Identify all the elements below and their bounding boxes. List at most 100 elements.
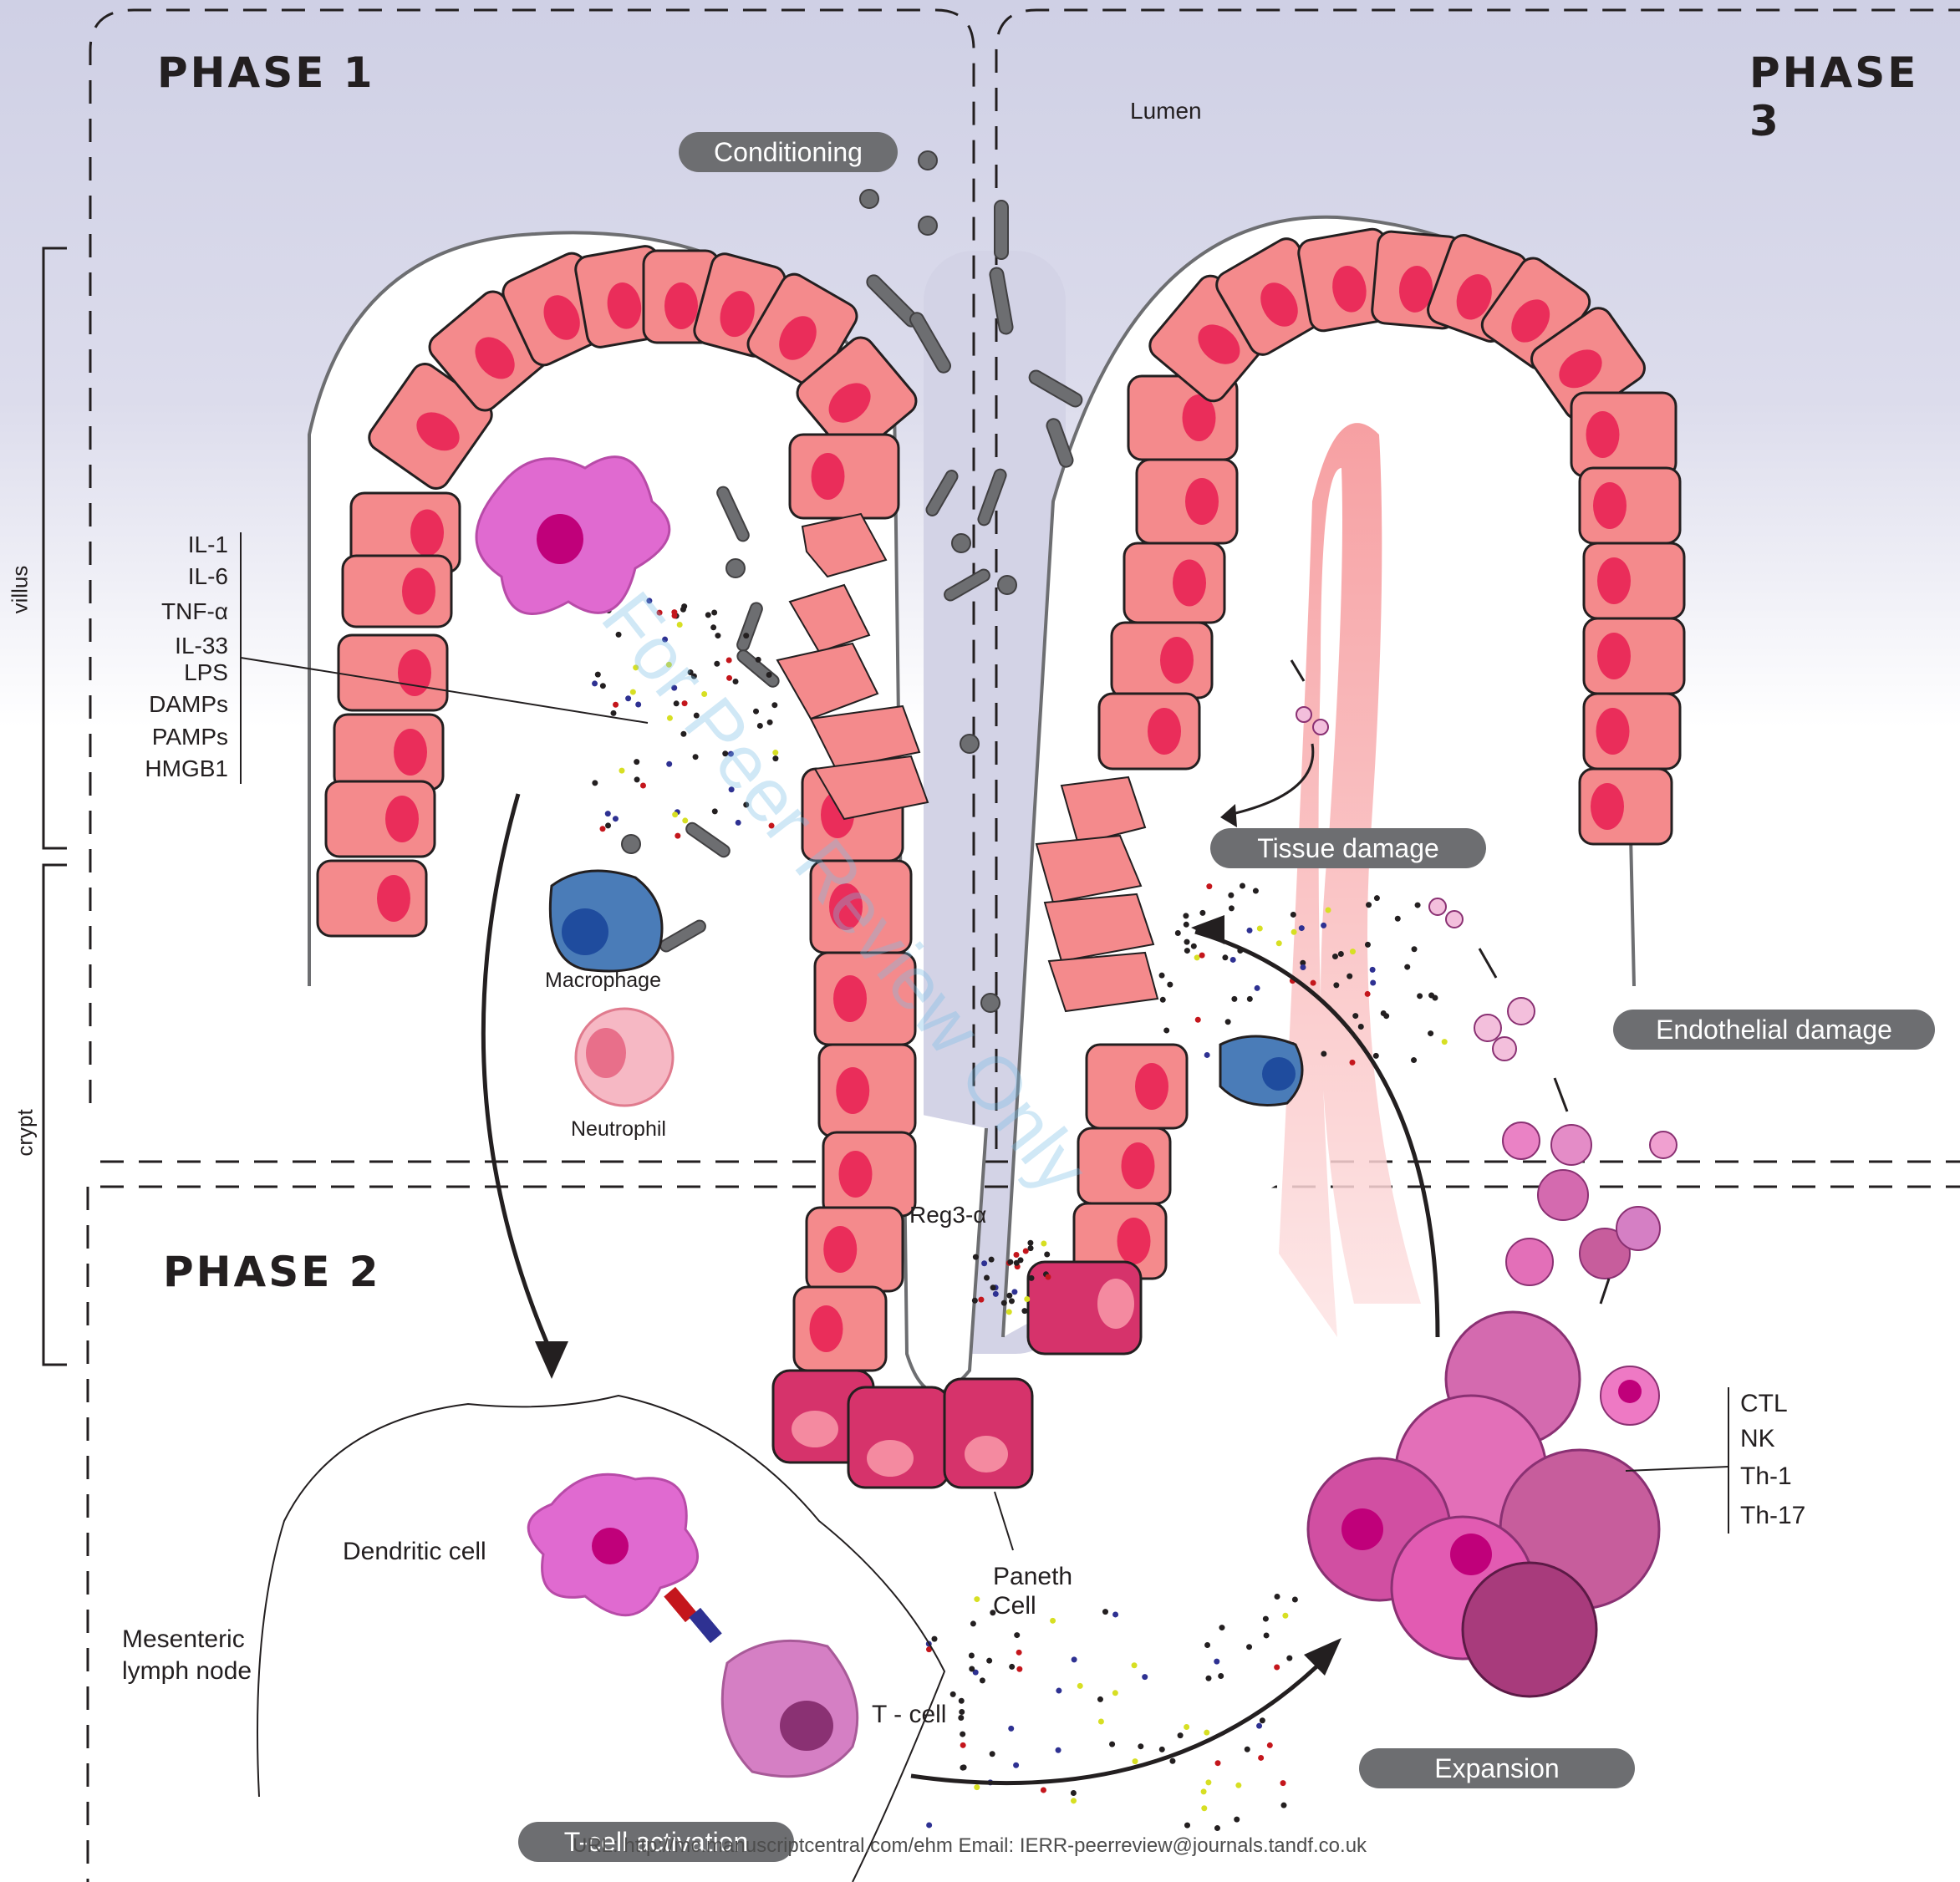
particle-dot [1169,1758,1175,1764]
particle-dot [1228,893,1234,898]
particle-dot [1006,1293,1012,1299]
tissue-damage-pill: Tissue damage [1210,828,1486,868]
particle-dot [961,1764,967,1770]
particle-dot [1395,916,1401,922]
particle-dot [1349,1060,1355,1066]
particle-dot [1184,922,1189,928]
particle-dot [1013,1252,1019,1258]
particle-dot [1240,883,1245,889]
particle-dot [1016,1650,1022,1656]
particle-dot [1014,1632,1020,1638]
particle-dot [1098,1718,1104,1724]
cytokine-lps: LPS [120,659,228,686]
particle-dot [634,759,639,765]
particle-dot [1415,903,1421,908]
particle-dot [666,761,672,767]
particle-dot [1258,1755,1264,1761]
particle-dot [981,1260,987,1266]
particle-dot [1024,1296,1030,1302]
particle-dot [960,1742,966,1748]
particle-dot [1178,1732,1184,1738]
particle-dot [1373,1053,1379,1059]
particle-dot [1007,1259,1013,1265]
particle-dot [1214,1659,1219,1665]
particle-dot [1001,1300,1007,1306]
particle-dot [1235,1783,1241,1788]
particle-dot [1109,1742,1115,1747]
particle-dot [1428,993,1434,999]
particle-dot [973,1254,979,1260]
particle-dot [1214,1825,1220,1831]
t-cell-label: T - cell [872,1701,946,1729]
particle-dot [984,1274,990,1280]
particle-dot [950,1691,956,1697]
epithelial-cell [334,715,443,790]
particle-dot [1205,1779,1211,1785]
particle-dot [634,776,640,782]
particle-dot [969,1652,975,1658]
particle-dot [1255,985,1260,991]
particle-dot [1257,925,1263,931]
particle-dot [958,1715,964,1721]
particle-dot [1023,1249,1029,1254]
particle-dot [619,768,624,774]
particle-dot [1112,1690,1118,1696]
particle-dot [974,1784,980,1790]
particle-dot [715,633,720,638]
particle-dot [1132,1662,1138,1668]
particle-dot [1234,1817,1240,1823]
particle-dot [1292,1596,1298,1602]
particle-dot [1194,954,1200,960]
particle-dot [1231,996,1237,1002]
particle-dot [743,633,749,638]
macrophage-cell-right [1220,1036,1302,1106]
phase-3-label: PHASE 3 [1749,48,1960,145]
epithelial-cell [1584,618,1684,694]
particle-dot [1133,1758,1138,1764]
particle-dot [926,1822,932,1828]
particle-dot [1195,1017,1201,1023]
cytokine-hmgb1: HMGB1 [120,755,228,782]
particle-dot [1411,1057,1417,1063]
particle-dot [1246,1644,1252,1650]
particle-dot [1184,948,1190,954]
particle-dot [986,1658,992,1664]
particle-dot [960,1732,965,1737]
epithelial-cell [807,1208,903,1291]
cytokine-damps: DAMPs [120,691,228,718]
particle-dot [1291,929,1297,935]
particle-dot [974,1596,980,1602]
particle-dot [766,672,772,678]
crypt-label: crypt [13,1109,38,1156]
particle-dot [1428,1030,1433,1036]
particle-dot [1163,1027,1169,1033]
particle-dot [1321,923,1326,928]
particle-dot [756,657,761,663]
particle-dot [1260,1717,1265,1723]
particle-dot [959,1709,965,1715]
particle-dot [610,710,616,716]
particle-dot [771,702,777,708]
epithelial-cell [1584,543,1684,618]
particle-dot [1286,1656,1292,1661]
particle-dot [1264,1632,1270,1638]
particle-dot [1041,1241,1046,1247]
particle-dot [1183,913,1189,918]
particle-dot [1006,1309,1012,1315]
effector-th1: Th-1 [1740,1462,1792,1491]
epithelial-cell [318,861,426,936]
particle-dot [1218,1673,1224,1679]
epithelial-cell [819,1045,915,1137]
particle-dot [1028,1245,1034,1251]
particle-dot [1175,930,1181,936]
particle-dot [1102,1609,1108,1615]
particle-dot [1276,940,1282,946]
epithelial-cell [1087,1045,1187,1128]
particle-dot [1009,1298,1015,1304]
t-cell [722,1640,857,1776]
particle-dot [1204,1730,1209,1736]
particle-dot [613,816,619,821]
particle-dot [959,1698,965,1704]
particle-dot [1097,1696,1103,1702]
